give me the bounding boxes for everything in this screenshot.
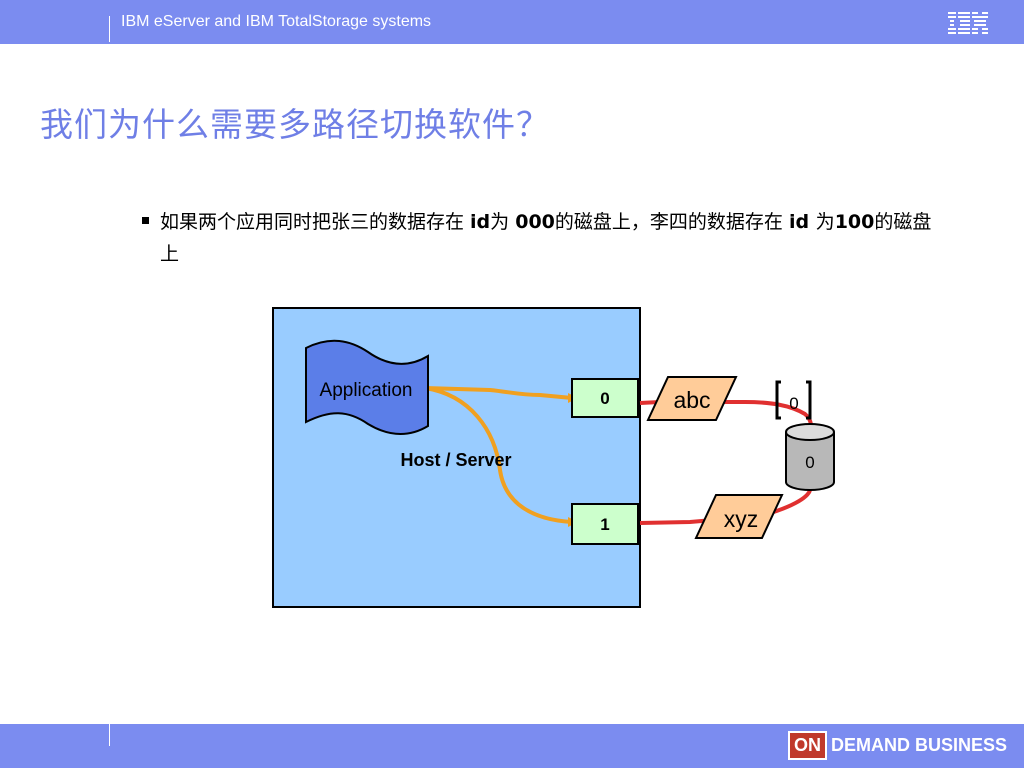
footer-bar (0, 724, 1024, 768)
path-tag-xyz (694, 494, 784, 539)
port-0-label: 0 (600, 389, 609, 408)
disk-label: 0 (805, 453, 814, 472)
path-tag-abc-label: abc (673, 387, 710, 413)
on-demand-rest: DEMAND BUSINESS (831, 734, 1008, 755)
orange-path-0 (424, 386, 573, 400)
disk-cylinder (785, 423, 835, 491)
lun-bracket-left (775, 380, 781, 420)
application-label: Application (320, 380, 413, 401)
bullet-text: 如果两个应用同时把张三的数据存在 id为 000的磁盘上，李四的数据存在 id … (160, 211, 932, 265)
lun-bracket-right (806, 380, 812, 420)
host-server-label: Host / Server (400, 450, 511, 470)
path-tag-abc (646, 376, 738, 421)
slide-title: 我们为什么需要多路径切换软件？ (40, 105, 550, 144)
on-demand-business-logo: ON DEMAND BUSINESS (788, 730, 1007, 760)
bullet-point: 如果两个应用同时把张三的数据存在 id为 000的磁盘上，李四的数据存在 id … (142, 206, 942, 270)
ibm-logo (946, 8, 990, 36)
application-shape (305, 339, 429, 436)
on-demand-on: ON (788, 730, 827, 760)
header-separator (109, 16, 110, 42)
orange-path-1 (424, 386, 573, 524)
port-1 (571, 503, 639, 545)
path-tag-xyz-label: xyz (724, 506, 759, 532)
header-bar: IBM eServer and IBM TotalStorage systems (0, 0, 1024, 44)
port-0 (571, 378, 639, 418)
lun-id-label: 0 (789, 394, 798, 413)
port-1-label: 1 (600, 515, 609, 534)
footer-separator (109, 724, 110, 746)
host-server-box (272, 307, 641, 608)
bullet-marker (142, 217, 149, 224)
header-title: IBM eServer and IBM TotalStorage systems (121, 13, 432, 30)
